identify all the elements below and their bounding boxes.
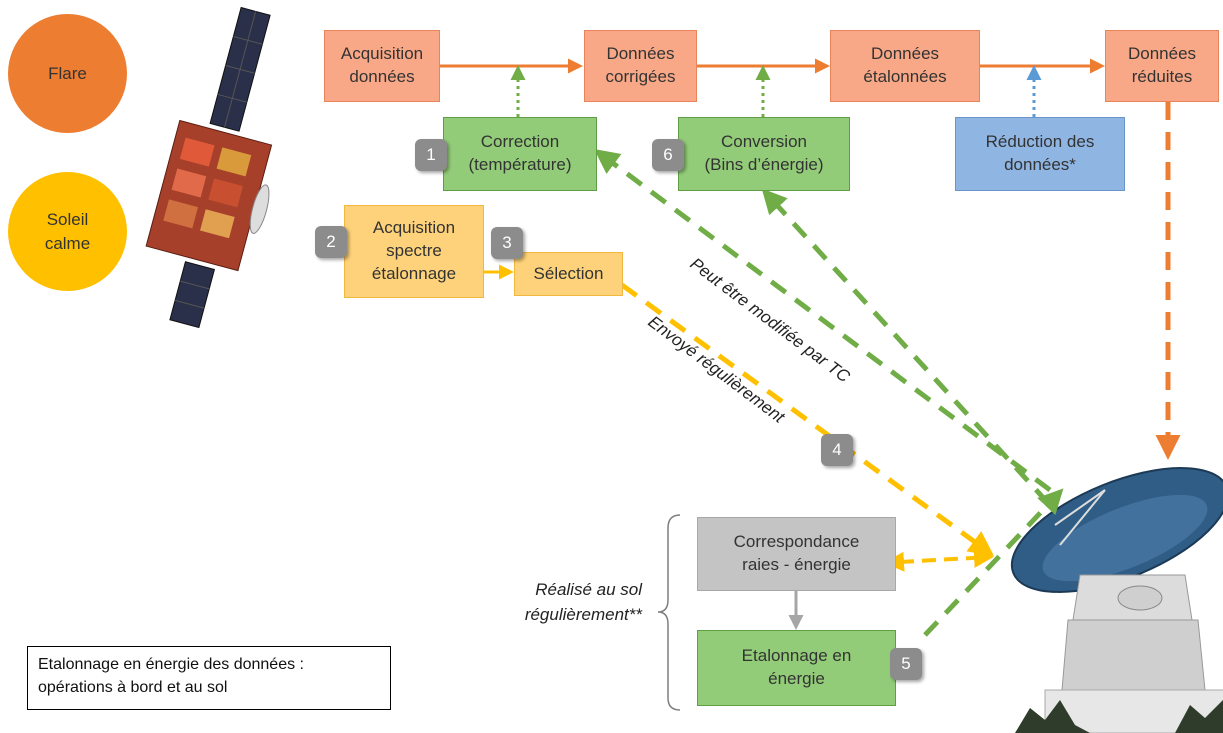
step-badge-1: 1 [415,139,447,171]
acquisition-donnees-box: Acquisition données [324,30,440,102]
ground-antenna-icon [1010,467,1223,733]
soleil-calme-circle: Soleil calme [8,172,127,291]
step-badge-4: 4 [821,434,853,466]
flare-circle: Flare [8,14,127,133]
step-badge-6: 6 [652,139,684,171]
selection-box: Sélection [514,252,623,296]
etalonnage-box: Etalonnage en énergie [697,630,896,706]
donnees-etalonnees-box: Données étalonnées [830,30,980,102]
satellite-icon [145,6,273,329]
conversion-box: Conversion (Bins d’énergie) [678,117,850,191]
donnees-reduites-box: Données réduites [1105,30,1219,102]
step-badge-2: 2 [315,226,347,258]
reduction-box: Réduction des données* [955,117,1125,191]
correspondance-box: Correspondance raies - énergie [697,517,896,591]
ground-brace [657,514,681,711]
caption-box: Etalonnage en énergie des données : opér… [27,646,391,710]
acquisition-spectre-box: Acquisition spectre étalonnage [344,205,484,298]
correction-box: Correction (température) [443,117,597,191]
label-realise-au-sol: Réalisé au sol régulièrement** [524,580,642,624]
step-badge-3: 3 [491,227,523,259]
donnees-corrigees-box: Données corrigées [584,30,697,102]
step-badge-5: 5 [890,648,922,680]
